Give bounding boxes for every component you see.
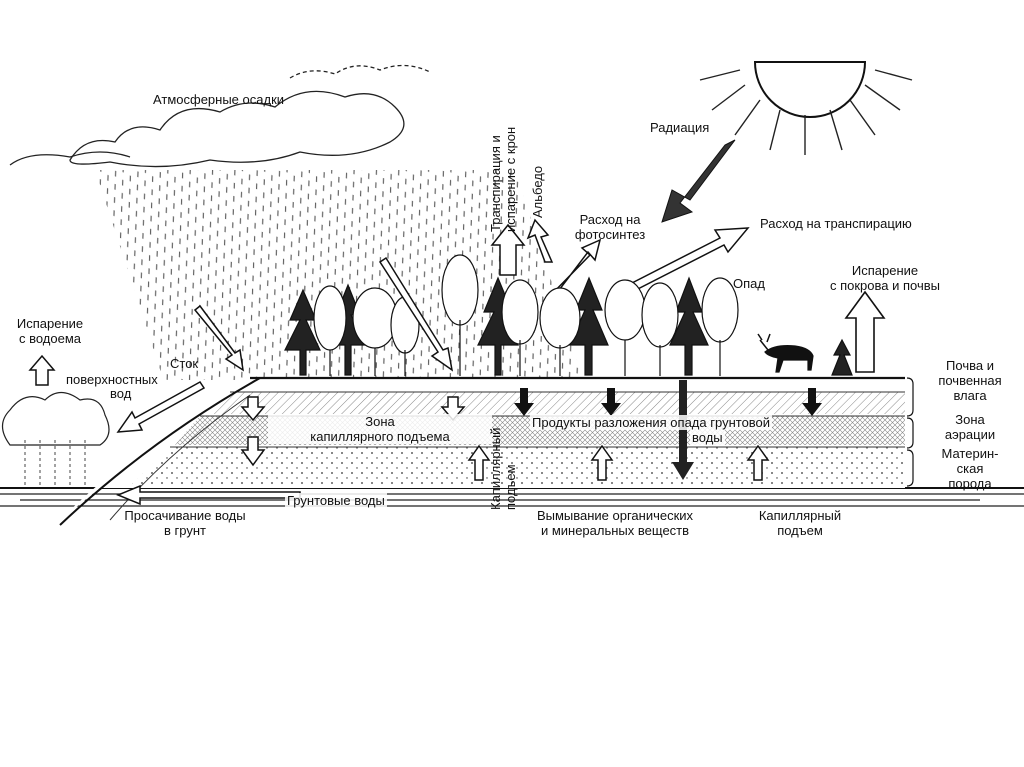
precipitation-label: Атмосферные осадки (153, 92, 285, 107)
cover-evaporation-label: Испарение с покрова и почвы (829, 263, 940, 293)
capillary-arrows (467, 444, 770, 481)
leaching-label: Вымывание органических и минеральных вещ… (536, 508, 694, 538)
rain (95, 170, 584, 380)
infiltration-arrows (240, 396, 466, 467)
water-evaporation-label: Испарение с водоема (16, 316, 84, 346)
albedo-arrow (526, 218, 554, 263)
transpiration-use-label: Расход на транспирацию (760, 216, 912, 231)
runoff-arrows (116, 381, 301, 506)
transpiration-crown-label: Транспирация и испарение с крон (488, 126, 518, 232)
rain-arrows (193, 256, 454, 372)
capillary-zone-label: Зона капиллярного подъема (268, 414, 492, 444)
groundwater-label: Грунтовые воды (285, 493, 387, 508)
aeration-label: Зона аэрации (944, 412, 996, 442)
parent-rock-label: Материн- ская порода (941, 446, 999, 491)
clouds (9, 64, 431, 168)
crown-evaporation-arrow (490, 223, 526, 276)
litter-label: Опад (733, 276, 765, 291)
decomposition-label-water: воды (690, 430, 725, 445)
transpiration-arrow (626, 227, 750, 293)
forest (284, 254, 853, 376)
ground-layers (59, 376, 914, 526)
runoff-label-line2: поверхностных (66, 372, 158, 387)
leaching-arrows (514, 380, 822, 480)
albedo-label: Альбедо (530, 165, 545, 218)
seepage-label: Просачивание воды в грунт (124, 508, 246, 538)
deciduous (313, 254, 739, 376)
decomposition-label: Продукты разложения опада грунтовой (530, 415, 773, 430)
runoff-label-line3: вод (110, 386, 132, 401)
water-evaporation-arrow (28, 354, 56, 386)
photosynthesis-label: Расход на фотосинтез (574, 212, 646, 242)
elk (757, 333, 814, 373)
cover-evaporation-arrow (844, 290, 886, 373)
radiation-label: Радиация (650, 120, 710, 135)
soil-label: Почва и почвенная влага (938, 358, 1002, 403)
runoff-label-line1: Сток (170, 356, 199, 371)
radiation-arrow (661, 139, 736, 223)
capillary-vertical-label: Капиллярный подъем (488, 427, 518, 510)
capillary-rise-label: Капиллярный подъем (758, 508, 842, 538)
sun (699, 61, 913, 155)
